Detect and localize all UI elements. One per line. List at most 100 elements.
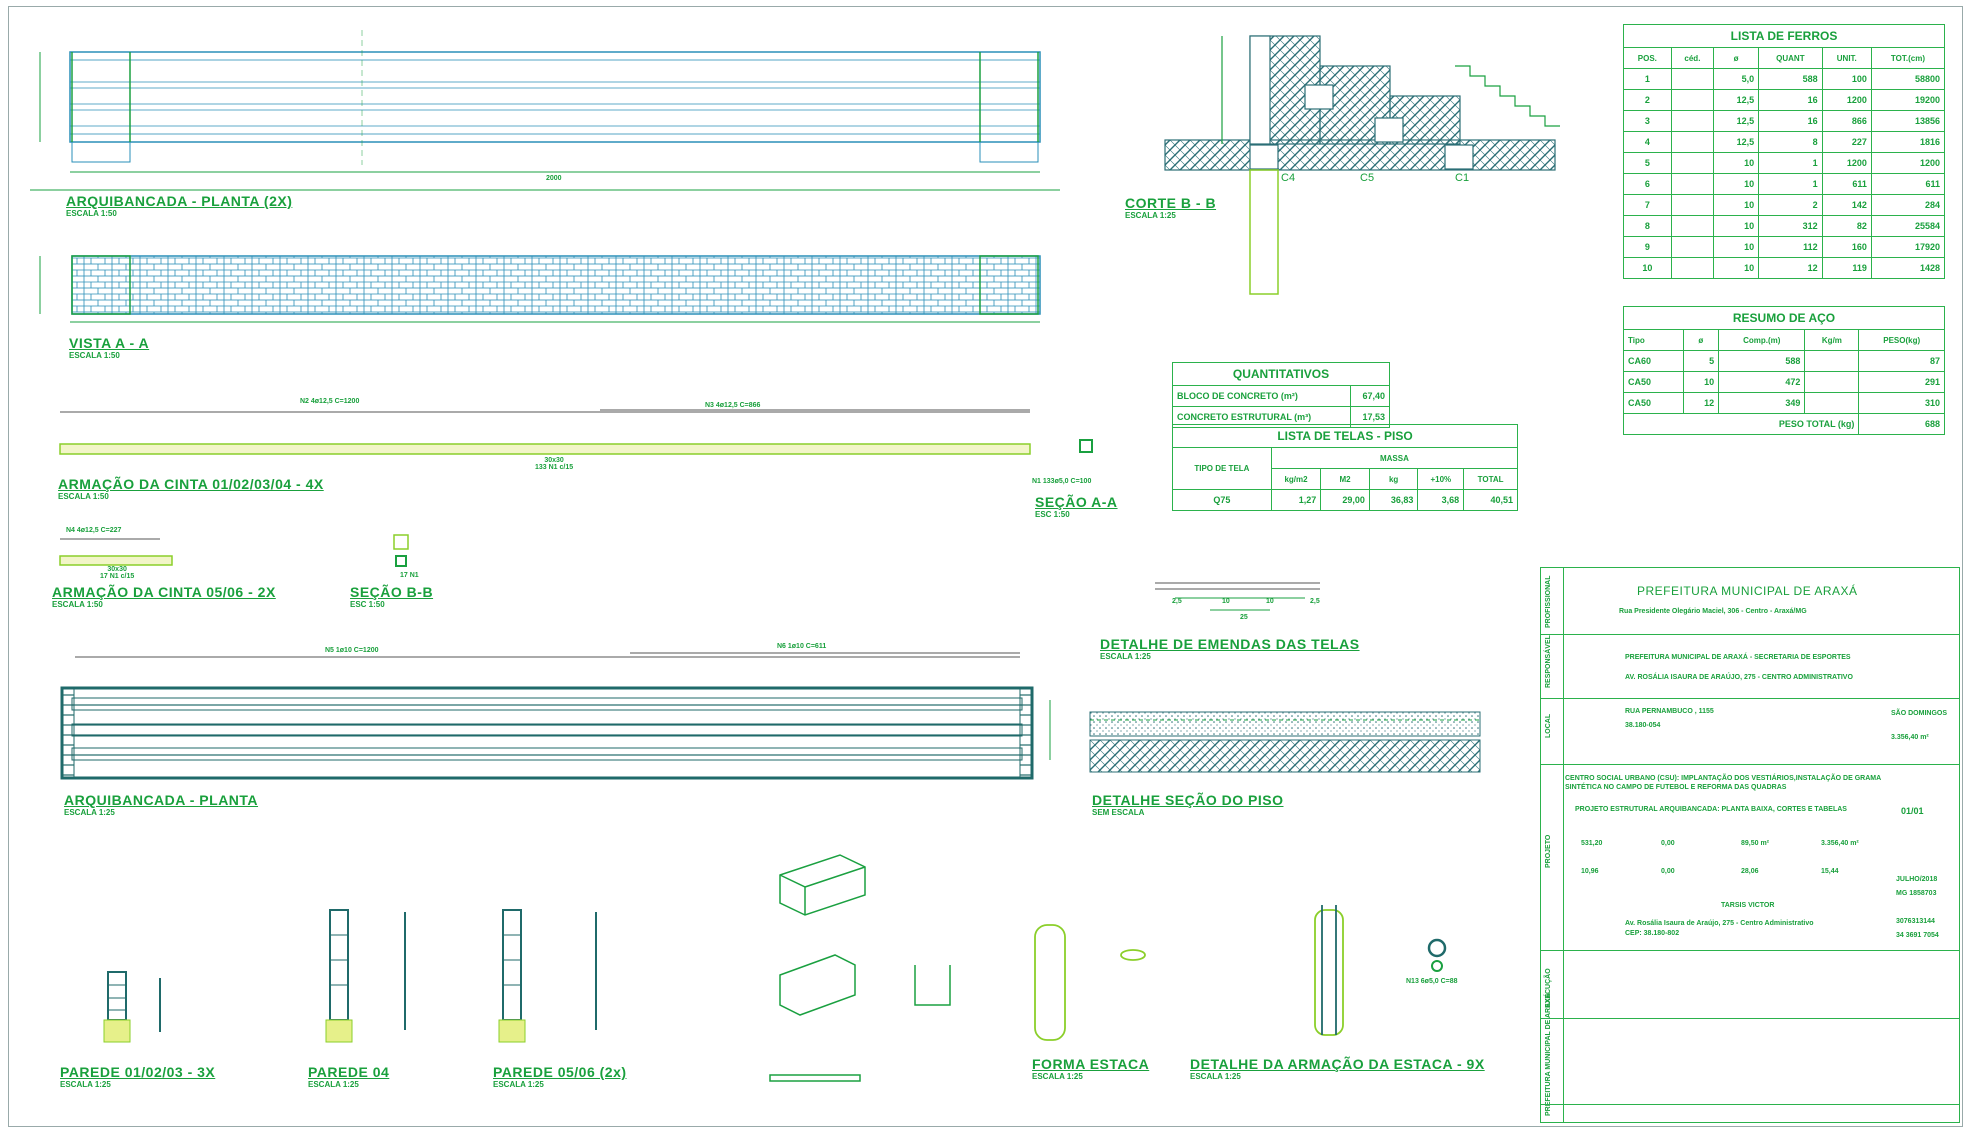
- arq-planta-2x-dim: 2000: [546, 175, 562, 182]
- estaca-drawing: [1034, 905, 1447, 1041]
- drawing-sheet: [8, 6, 1963, 1127]
- ferros-cell: 16: [1758, 110, 1823, 132]
- ferros-cell: 13856: [1870, 110, 1946, 132]
- secao-piso-drawing: [1089, 711, 1481, 773]
- emendas-dim-4: 2,5: [1310, 598, 1320, 605]
- ferros-cell: 12,5: [1713, 131, 1760, 153]
- ferros-cell: 16: [1758, 89, 1823, 111]
- tb-side-local: LOCAL: [1545, 713, 1552, 738]
- ferros-cell: 1428: [1870, 257, 1946, 279]
- ferros-cell: 1816: [1870, 131, 1946, 153]
- tb-desenho: JULHO/2018: [1896, 876, 1938, 883]
- emendas-label: DETALHE DE EMENDAS DAS TELAS ESCALA 1:25: [1100, 636, 1360, 661]
- ferros-cell: [1670, 68, 1715, 90]
- resumo-cell: 291: [1858, 371, 1945, 393]
- ferros-cell: 9: [1623, 236, 1672, 258]
- ferros-cell: 3: [1623, 110, 1672, 132]
- ferros-cell: 1: [1758, 173, 1823, 195]
- ferros-cell: 10: [1713, 215, 1760, 237]
- ferros-cell: 10: [1713, 173, 1760, 195]
- ferros-cell: 25584: [1870, 215, 1946, 237]
- secao-aa-label: SEÇÃO A-A ESC 1:50: [1035, 494, 1118, 519]
- ferros-cell: 119: [1821, 257, 1872, 279]
- corte-bb-c4: C4: [1281, 172, 1296, 184]
- ferros-cell: 1200: [1821, 89, 1872, 111]
- armacao-estaca-label: DETALHE DA ARMAÇÃO DA ESTACA - 9X ESCALA…: [1190, 1056, 1485, 1081]
- ferros-cell: 611: [1821, 173, 1872, 195]
- tb-side-resp: RESPONSÁVEL: [1545, 635, 1552, 688]
- tb-val-4: 3.356,40 m²: [1821, 840, 1859, 847]
- emendas-dim-1: 2,5: [1172, 598, 1182, 605]
- arq-planta-bar2: N6 1ø10 C=611: [777, 643, 827, 650]
- tb-val-6: 0,00: [1661, 868, 1675, 875]
- resumo-cell: CA60: [1623, 350, 1684, 372]
- tb-tel: 34 3691 7054: [1896, 932, 1939, 939]
- ferros-cell: [1670, 215, 1715, 237]
- ferros-cell: 10: [1713, 257, 1760, 279]
- ferros-cell: 611: [1870, 173, 1946, 195]
- block-details: [769, 854, 951, 1082]
- ferros-cell: 2: [1623, 89, 1672, 111]
- ferros-cell: 82: [1821, 215, 1872, 237]
- resumo-cell: [1804, 371, 1860, 393]
- ferros-cell: [1670, 152, 1715, 174]
- corte-bb-c1: C1: [1455, 172, 1470, 184]
- tb-tecnico-cep: CEP: 38.180-802: [1625, 930, 1680, 937]
- resumo-cell: 5: [1682, 350, 1720, 372]
- armacao-cinta-1-drawing: [59, 409, 1093, 455]
- tb-endereco-prop: AV. ROSÁLIA ISAURA DE ARAÚJO, 275 - CENT…: [1625, 674, 1853, 681]
- tb-val-8: 15,44: [1821, 868, 1839, 875]
- tb-bairro: SÃO DOMINGOS: [1891, 710, 1948, 717]
- cinta1-label: ARMAÇÃO DA CINTA 01/02/03/04 - 4X ESCALA…: [58, 476, 324, 501]
- armacao-estaca-stirrup: N13 6ø5,0 C=88: [1406, 978, 1458, 985]
- ferros-cell: 10: [1713, 152, 1760, 174]
- corte-bb-label: CORTE B - B ESCALA 1:25: [1125, 195, 1217, 220]
- ferros-cell: 10: [1623, 257, 1672, 279]
- tb-area: 3.356,40 m²: [1891, 734, 1929, 741]
- emendas-drawing: [1155, 582, 1320, 611]
- corte-b-b: [1164, 35, 1560, 295]
- resumo-cell: CA50: [1623, 392, 1684, 414]
- tb-tecnico-end: Av. Rosália Isaura de Araújo, 275 - Cent…: [1625, 920, 1814, 927]
- tb-val-3: 89,50 m²: [1741, 840, 1770, 847]
- tb-titulo-projeto: CENTRO SOCIAL URBANO (CSU): IMPLANTAÇÃO …: [1565, 775, 1881, 791]
- armacao-cinta-2-drawing: [59, 534, 409, 567]
- tb-crea: MG 1858703: [1896, 890, 1937, 897]
- tb-side-proj: PROJETO: [1545, 834, 1552, 868]
- tb-conteudo: PROJETO ESTRUTURAL ARQUIBANCADA: PLANTA …: [1575, 806, 1847, 813]
- ferros-cell: 1200: [1821, 152, 1872, 174]
- ferros-cell: [1670, 173, 1715, 195]
- resumo-cell: 588: [1718, 350, 1806, 372]
- secao-bb-note: 17 N1: [400, 572, 419, 579]
- secao-piso-label: DETALHE SEÇÃO DO PISO SEM ESCALA: [1092, 792, 1284, 817]
- ferros-cell: [1670, 236, 1715, 258]
- ferros-cell: 1: [1623, 68, 1672, 90]
- ferros-cell: 17920: [1870, 236, 1946, 258]
- resumo-cell: 12: [1682, 392, 1720, 414]
- ferros-cell: 7: [1623, 194, 1672, 216]
- ferros-cell: 112: [1758, 236, 1823, 258]
- tb-val-7: 28,06: [1741, 868, 1759, 875]
- emendas-dim-3: 10: [1266, 598, 1274, 605]
- cinta1-bar2: N3 4ø12,5 C=866: [705, 402, 761, 409]
- ferros-cell: [1670, 110, 1715, 132]
- vista-a-label: VISTA A - A ESCALA 1:50: [69, 335, 150, 360]
- corte-bb-c5: C5: [1360, 172, 1375, 184]
- parede-5-label: PAREDE 05/06 (2x) ESCALA 1:25: [493, 1064, 627, 1089]
- emendas-total: 25: [1240, 614, 1248, 621]
- ferros-cell: 2: [1758, 194, 1823, 216]
- resumo-cell: [1804, 392, 1860, 414]
- ferros-cell: 284: [1870, 194, 1946, 216]
- ferros-cell: [1670, 131, 1715, 153]
- tb-org: PREFEITURA MUNICIPAL DE ARAXÁ: [1637, 584, 1858, 598]
- title-block-side-column: [1541, 568, 1564, 1122]
- ferros-cell: 12,5: [1713, 89, 1760, 111]
